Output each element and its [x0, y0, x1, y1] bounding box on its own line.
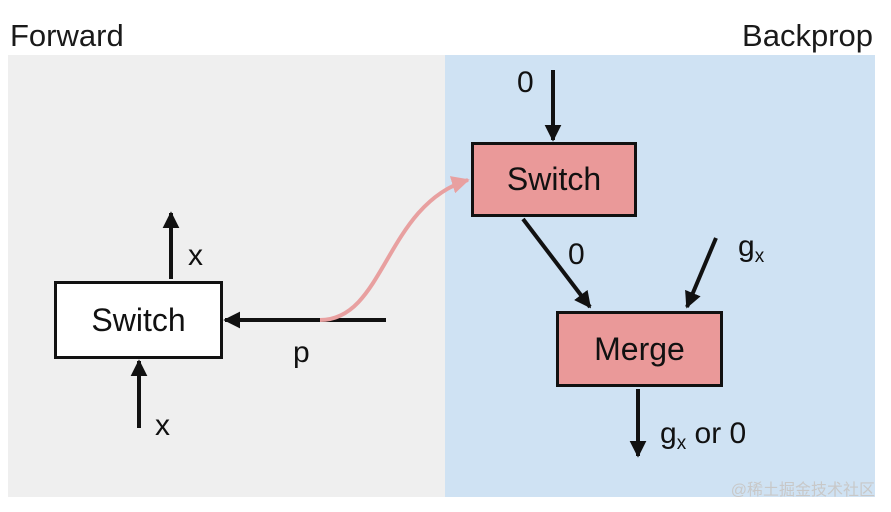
gradient-subscript: x: [754, 246, 765, 267]
merge-output-label: gx or 0: [660, 417, 747, 454]
predicate-label: p: [293, 336, 310, 369]
edge-switch-to-merge: [521, 217, 592, 309]
gradient-g: g: [738, 230, 755, 263]
output-rest: or 0: [686, 417, 747, 450]
watermark: @稀土掘金技术社区: [730, 482, 875, 499]
switch-node-forward-label: Switch: [91, 301, 186, 338]
switch-output-zero-label: 0: [568, 238, 585, 271]
edge-gradient-to-merge: [685, 237, 718, 309]
merge-node-label: Merge: [594, 330, 685, 367]
switch-node-backprop-label: Switch: [506, 161, 602, 197]
backprop-panel: [445, 55, 875, 497]
switch-node-forward: Switch: [54, 281, 223, 359]
forward-output-label: x: [188, 239, 203, 272]
switch-input-zero-label: 0: [517, 66, 534, 99]
gradient-label: gx: [738, 230, 765, 267]
switch-node-backprop: Switch: [471, 142, 637, 217]
predicate-link-curve: [319, 176, 470, 322]
backprop-heading: Backprop: [742, 18, 873, 53]
merge-node-backprop: Merge: [556, 311, 723, 387]
forward-heading: Forward: [10, 18, 124, 53]
forward-input-label: x: [155, 409, 170, 442]
forward-panel: [8, 55, 445, 497]
output-g: g: [660, 417, 677, 450]
output-subscript: x: [676, 433, 687, 454]
